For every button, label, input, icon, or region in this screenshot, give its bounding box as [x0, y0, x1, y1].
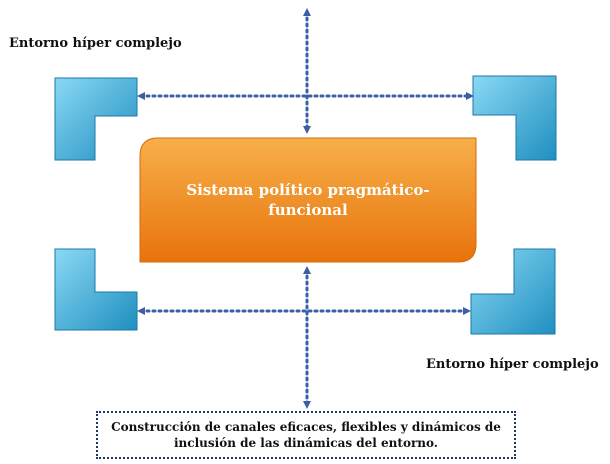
corner-bracket-top-left	[54, 77, 138, 161]
environment-label-top: Entorno híper complejo	[9, 36, 182, 51]
corner-bracket-bottom-right	[470, 248, 556, 335]
center-system-label: Sistema político pragmático-funcional	[186, 181, 430, 219]
corner-bracket-top-right	[472, 75, 557, 161]
footer-note-box: Construcción de canales eficaces, flexib…	[96, 411, 516, 459]
center-system-box	[139, 137, 477, 263]
environment-label-bottom: Entorno híper complejo	[426, 357, 599, 372]
corner-bracket-bottom-left	[54, 248, 138, 331]
